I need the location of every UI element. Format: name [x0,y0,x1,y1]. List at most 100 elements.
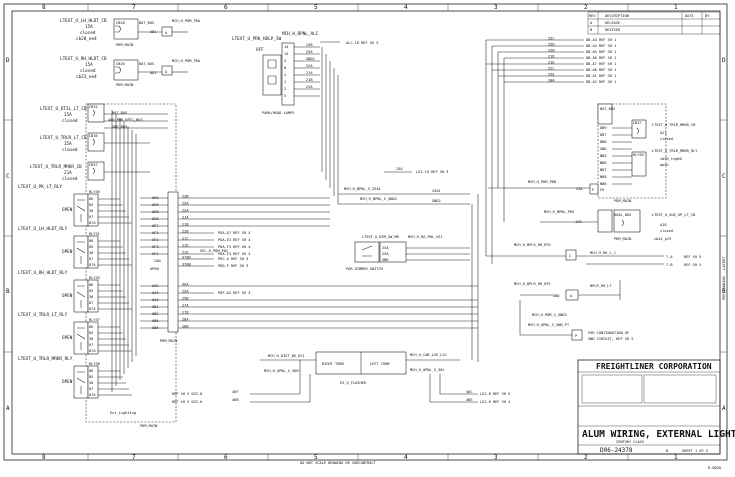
ecu-pin: AA3 [152,291,159,295]
row-label: B [6,288,10,295]
turn-flasher: RIGHT TURN LEFT TURN EX_U_FLASHER MCH_H_… [172,351,510,404]
relay-id: RLY31 [89,232,100,236]
dimmer-name: PAR DIMMER SWITCH [346,267,383,271]
pin-label: GND [553,294,560,298]
ref-label: REF SH 5 [684,263,701,267]
wire-label: 25C [548,37,555,41]
relay-pin: 87 [89,215,93,219]
wire-label: 25A [396,167,403,171]
flasher-conn: MCH_H_CAB_LSE_LSC [410,353,447,357]
conn-label: MCH_H_BPLR_RH_RP1 [514,282,551,286]
ref-label: PDA-F4 REF SH 4 [218,252,250,256]
breaker-state: closed [62,147,78,153]
relay-pin: 85 [89,203,93,207]
relay-id: RLY55 [633,153,644,157]
rev-header: DATE [685,14,694,18]
ref-label: DB-A5 REF SH 1 [586,50,616,54]
relay-pin: 30 [89,209,93,213]
wire-label: 25E [548,73,555,77]
relay-contact [76,199,86,222]
right-harness [471,40,505,362]
gnd-note: GND CIRCUIT, REF SH 5 [588,337,633,341]
rev-cell: A [590,21,593,25]
ref-label: REF SH 5 DS2-6 [172,400,202,404]
relay-pin: 86 [89,197,93,201]
pin-label: BAT_BUS [139,21,154,25]
relay-open: OPEN [62,207,73,213]
right-connector-2: MCH_H_BPLR_RH_RP1 GND A BPLR_RH_LT [514,280,621,301]
relay-pin: 87 [89,257,93,261]
column-label: 2 [584,4,588,11]
aux-id: A18 [660,223,667,227]
wire-label: 21A [306,71,313,75]
relay-pin: 87 [89,301,93,305]
pin-label: C [569,254,571,258]
wire-label: 21E [548,61,555,65]
wire-label: 21A [182,216,189,220]
wire-label: 22C [548,67,555,71]
ecu-pin: AF1 [152,231,159,235]
breaker-id: CB36 [89,134,98,138]
wire-label: 21B [182,223,189,227]
panel-label: PDM_MAIN [614,199,631,203]
ecu-pin: AA2 [152,284,159,288]
wire-label: 25A [576,187,583,191]
column-label: 5 [314,454,318,461]
column-label: 7 [132,4,136,11]
relay-open: OPEN [62,293,73,299]
bus-label: GND_BUS [112,125,127,129]
park-head-switch: LTEXT_U_PRK_HDLP_SW MCH_H_BPNL_ALC OFF P… [232,31,378,204]
ref-label: LS2-6 REF SH 4 [480,400,510,404]
conn-label: MCH_H_PDM_S_GND3 [532,313,567,317]
wire-label: 22B [548,49,555,53]
row-label: C [6,173,10,180]
row-label: D [722,57,726,64]
pin-label: P [575,334,577,338]
relay-id: RLY38 [89,362,100,366]
relay-id: RLY33 [89,276,100,280]
drawing-subtitle: CENTURY CLASS [616,440,644,444]
conn-label: MCH_H_BPLR_RH_RP2 [514,243,551,247]
title-block: FREIGHTLINER CORPORATION ALUM WIRING, EX… [577,359,735,455]
ref-label: DB-A7 REF SH 1 [586,62,616,66]
ref-label: PDD-F REF SH 3 [218,264,248,268]
ref-label: DB-A2 REF SH 1 [586,80,616,84]
rev-cell: RELEASE [605,21,620,25]
wire-label: 370D [182,256,191,260]
switch-pin: 4 [284,73,286,77]
breaker-trailer: LTEXT_U_TRLR_LT_CB 15A closed CB36 [40,132,105,153]
wire-label: 46F [232,390,239,394]
dimmer-label: LTEXT_U_DIM_SW_MR [362,235,400,239]
rev-cell: B [590,28,592,32]
row-label: D [6,57,10,64]
corner-label: D-0028 [708,466,721,470]
inner-frame [11,10,721,455]
panel-ref: PDM_MAIN [160,339,177,343]
dimmer-conn: MCH_H_RA_PNL_XS1 [408,235,443,239]
bus-label: DUAL_BUS [614,213,631,217]
wire-label: 20A [548,79,555,83]
ecu-pin: AB1 [152,305,159,309]
wire-label: 21D [548,55,555,59]
switch-pin: 8 [284,66,286,70]
pdm-pin: NB8 [600,175,607,179]
pin-label: 7-B [666,263,673,267]
breaker-state: closed [62,118,78,124]
relay-contact [76,285,86,308]
switch-pin: 5 [284,94,286,98]
relay-id: RLY37 [89,318,100,322]
aux-ref: cb42_pf5 [654,237,671,241]
relay-open: OPEN [62,335,73,341]
breaker-label: LTEXT_U_TRLR_LT_CB [40,135,87,141]
conn-sub: BPLR_RH_LT [590,284,612,288]
relay-label: LTEXT_U_TRLR_MRKR_RLY [652,149,698,153]
relay-contact [76,327,86,350]
column-label: 5 [314,4,318,11]
relay-pin: 86 [89,369,93,373]
bus-label: MCH_H_BPNL_S_GND2 [360,197,397,201]
breaker-id: CB32 [89,105,98,109]
ref-label: PDA-D7 REF SH 4 [218,231,250,235]
